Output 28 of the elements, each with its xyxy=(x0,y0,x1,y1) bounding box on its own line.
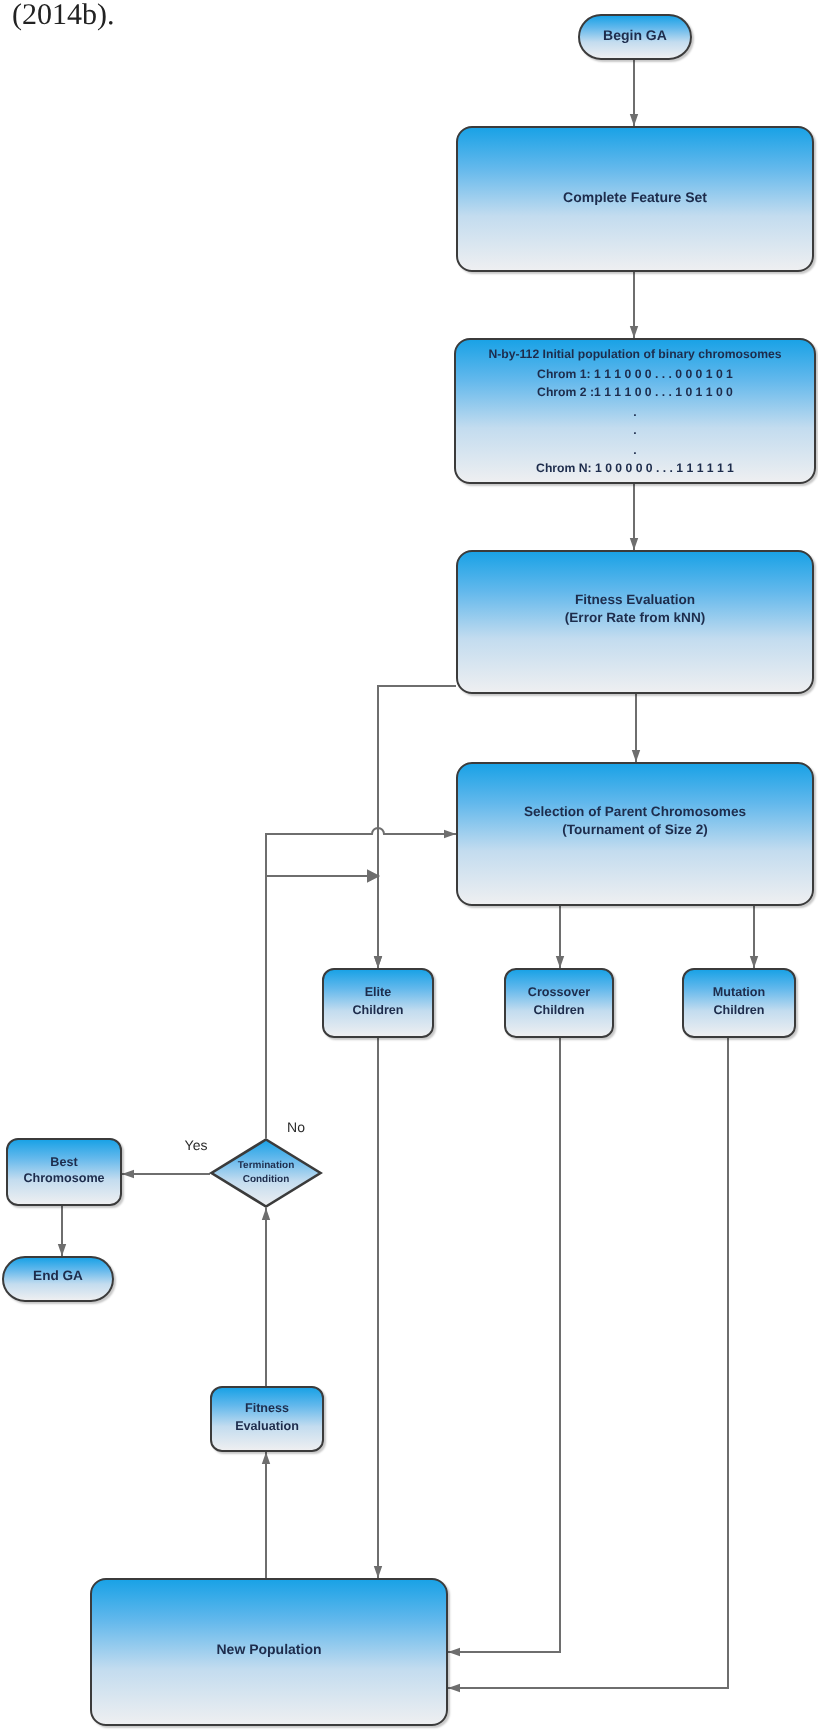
arrow xyxy=(261,1451,271,1579)
citation-text: (2014b). xyxy=(12,0,115,34)
process-box xyxy=(456,126,814,272)
process-box xyxy=(6,1138,122,1206)
terminal-box xyxy=(2,1256,114,1302)
process-box xyxy=(322,968,434,1038)
arrow xyxy=(261,1207,271,1387)
arrow xyxy=(629,483,639,551)
process-box xyxy=(90,1578,448,1726)
arrow xyxy=(373,1037,383,1579)
arrow xyxy=(629,271,639,339)
process-box xyxy=(504,968,614,1038)
terminal-box xyxy=(578,14,692,60)
process-box xyxy=(210,1386,324,1452)
arrow xyxy=(631,693,641,763)
arrow xyxy=(447,1037,729,1693)
arrow xyxy=(629,59,639,127)
arrow xyxy=(749,905,759,969)
process-box xyxy=(456,550,814,694)
decision-diamond xyxy=(210,1138,322,1208)
arrow xyxy=(555,905,565,969)
arrow xyxy=(57,1205,67,1257)
arrow xyxy=(265,869,383,1139)
process-box xyxy=(682,968,796,1038)
arrow xyxy=(447,1037,561,1657)
process-box xyxy=(456,762,814,906)
process-box xyxy=(454,338,816,484)
arrow xyxy=(121,1169,211,1179)
